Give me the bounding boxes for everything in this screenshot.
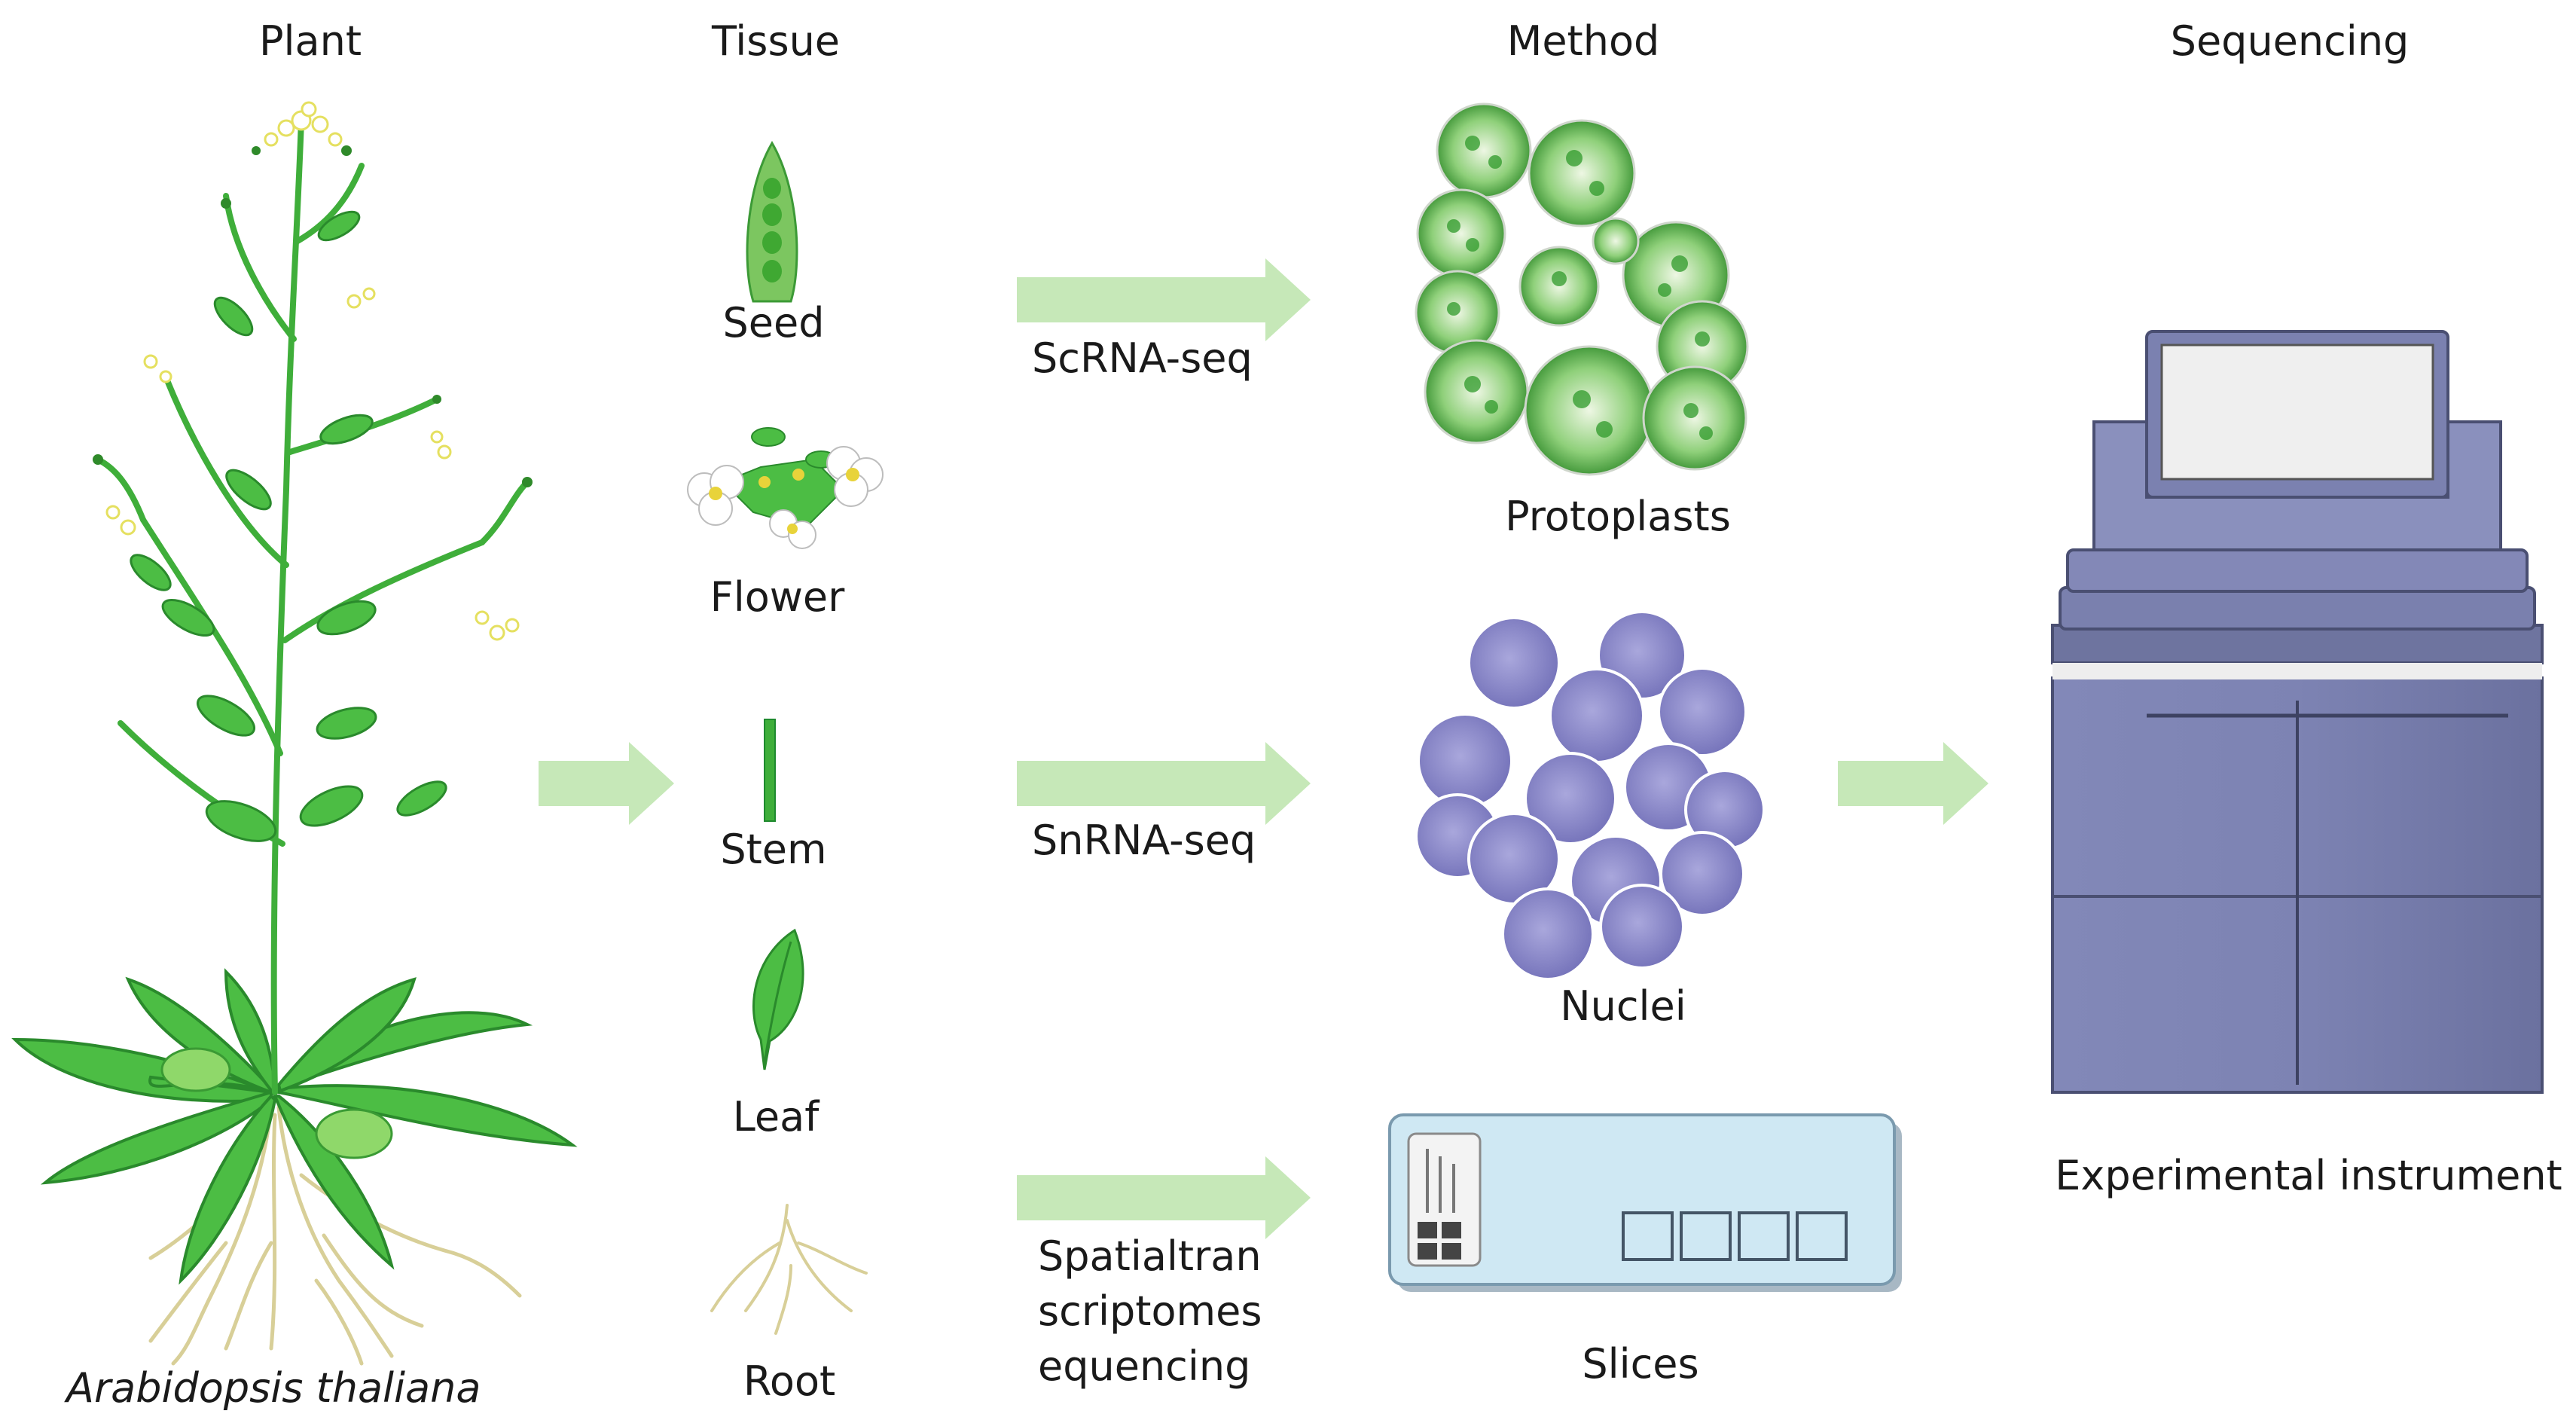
plant-flower-clusters [93,101,533,641]
sequencing-instrument-illustration [2051,330,2544,1094]
tissue-label-leaf: Leaf [732,1093,819,1141]
rosette-highlight-leaf [315,1108,393,1159]
arrow-to-sequencing [1838,742,1988,825]
seed-icon [746,141,798,303]
arabidopsis-plant-illustration [11,101,578,1366]
method-label-spatial-line1: Spatialtran [1038,1232,1262,1280]
tissue-label-flower: Flower [710,573,845,621]
species-label: Arabidopsis thaliana [66,1364,481,1412]
plant-rosette [11,968,578,1285]
header-sequencing: Sequencing [2170,17,2410,65]
arrow-plant-to-tissue [539,742,674,825]
stem-icon [764,719,776,822]
method-label-scrna: ScRNA-seq [1032,334,1253,382]
method-label-snrna: SnRNA-seq [1032,817,1256,864]
root-icon [710,1204,868,1335]
method-label-spatial-line2: scriptomes [1038,1287,1262,1335]
arrow-scrna [1017,258,1311,341]
leaf-icon [752,928,804,1070]
header-tissue: Tissue [711,17,841,65]
result-label-slices: Slices [1582,1340,1699,1388]
arrow-snrna [1017,742,1311,825]
spatial-slide-illustration [1388,1113,1902,1292]
plant-stem-leaves [130,210,447,842]
instrument-label: Experimental instrument [2055,1152,2562,1199]
nuclei-illustration [1415,610,1766,981]
rosette-highlight-leaf [160,1047,231,1092]
header-method: Method [1506,17,1660,65]
flower-icon [687,427,884,549]
flow-arrows [539,258,1988,1239]
header-plant: Plant [258,17,362,65]
tissue-label-seed: Seed [722,299,825,347]
tissue-label-root: Root [743,1357,836,1405]
protoplasts-illustration [1415,102,1749,476]
arrow-spatial [1017,1156,1311,1239]
result-label-protoplasts: Protoplasts [1505,493,1731,540]
method-label-spatial-line3: equencing [1038,1342,1251,1390]
tissue-label-stem: Stem [720,826,827,873]
result-label-nuclei: Nuclei [1560,982,1686,1030]
